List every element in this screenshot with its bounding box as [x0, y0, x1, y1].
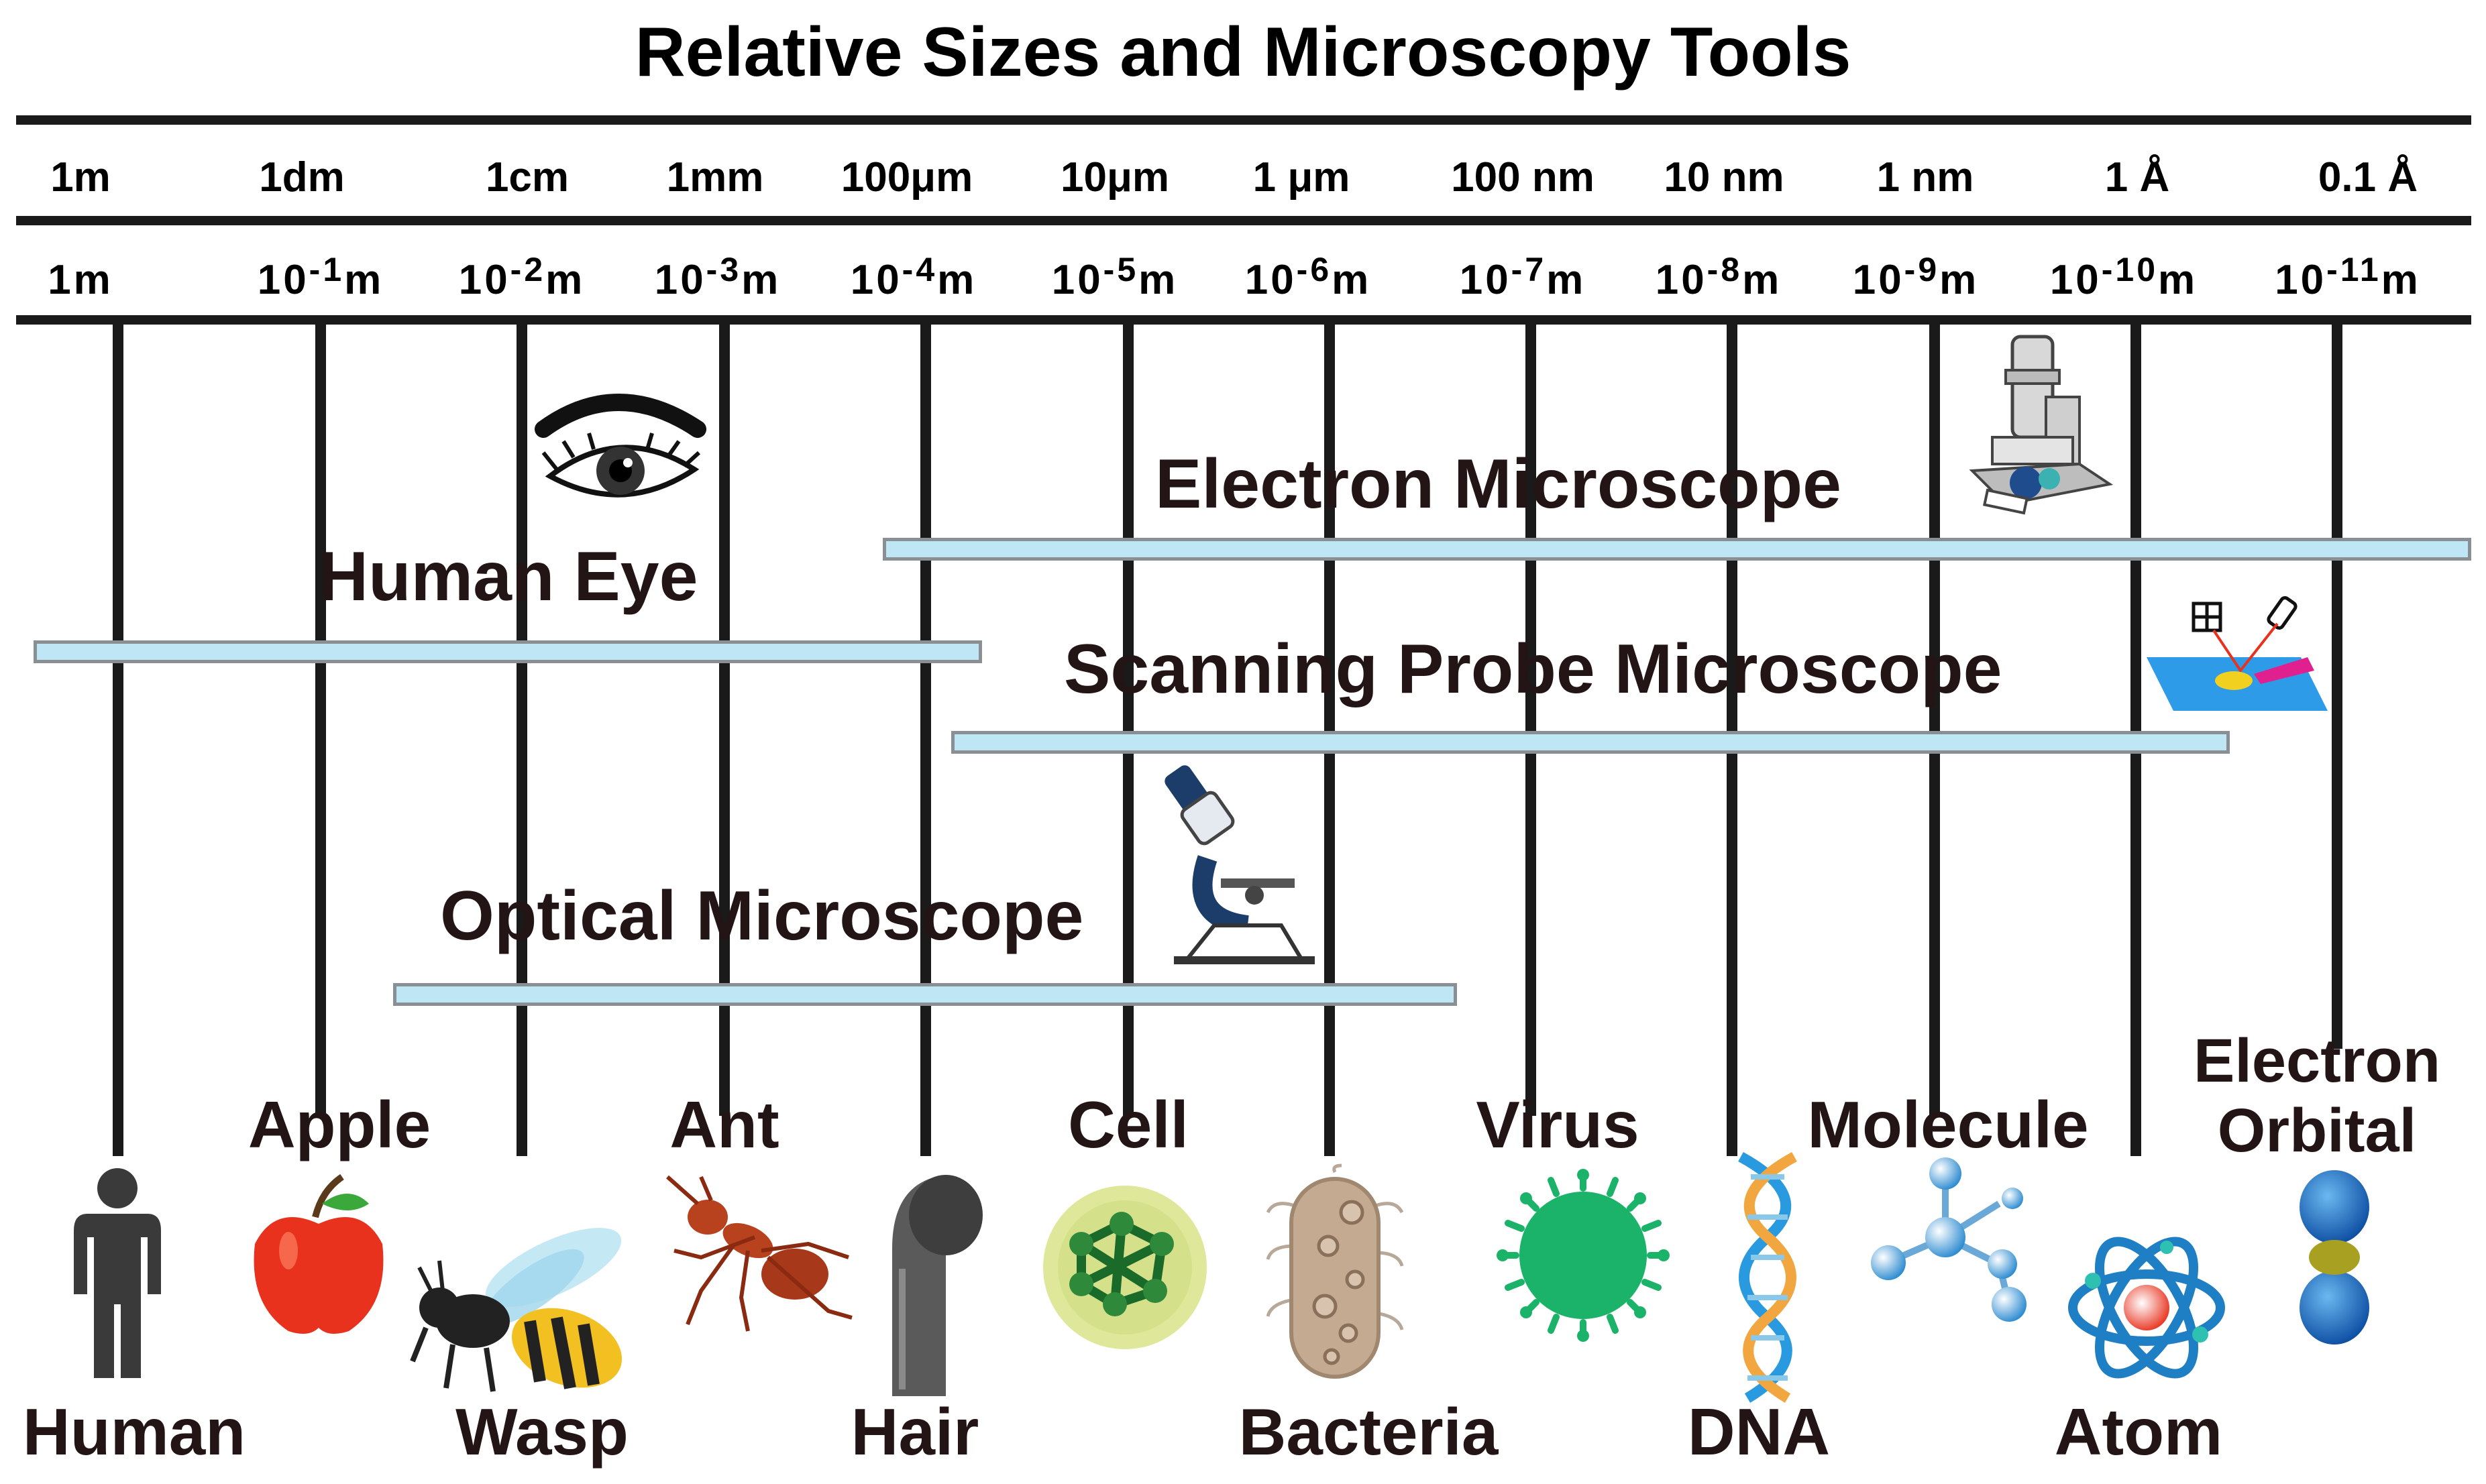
human-eye-range: [34, 640, 982, 663]
ant-icon: [666, 1175, 853, 1332]
scale-line-1m: [113, 325, 123, 1156]
scale-line-10um: [1123, 325, 1134, 1116]
electron-microscope-range: [883, 538, 2471, 561]
electron-microscope-label: Electron Microscope: [1155, 445, 1841, 523]
electron-orbital-label: Electron Orbital: [2194, 1026, 2440, 1165]
molecule-label: Molecule: [1807, 1088, 2089, 1161]
top-rule: [16, 115, 2471, 125]
wasp-icon: [410, 1228, 623, 1392]
hair-label: Hair: [851, 1395, 979, 1469]
bottom-rule: [16, 315, 2471, 325]
virus-icon: [1497, 1169, 1670, 1342]
scale-line-1mm: [719, 325, 730, 1116]
dna-label: DNA: [1687, 1395, 1831, 1469]
scale-line-0-1-angstrom: [2332, 325, 2342, 1049]
power-label-10: 10-10m: [2049, 251, 2198, 303]
power-label-8: 10-8m: [1655, 251, 1782, 303]
electron-orbital-label-line2: Orbital: [2217, 1096, 2417, 1165]
scale-line-1dm: [315, 325, 326, 1116]
middle-rule: [16, 216, 2471, 225]
power-label-4: 10-4m: [850, 251, 977, 303]
unit-label-1dm: 1dm: [259, 154, 345, 201]
scanning-probe-microscope-icon: [2147, 595, 2328, 711]
atom-label: Atom: [2054, 1395, 2223, 1469]
unit-label-1um: 1 μm: [1252, 154, 1350, 201]
optical-microscope-range: [393, 983, 1457, 1006]
human-icon: [74, 1168, 161, 1378]
power-label-3: 10-3m: [654, 251, 781, 303]
virus-label: Virus: [1476, 1088, 1639, 1161]
scanning-probe-microscope-range: [951, 731, 2230, 754]
power-label-7: 10-7m: [1459, 251, 1586, 303]
scale-line-1cm: [517, 325, 527, 1156]
power-label-9: 10-9m: [1852, 251, 1980, 303]
scanning-probe-microscope-label: Scanning Probe Microscope: [1064, 630, 2002, 708]
power-label-11: 10-11m: [2275, 251, 2421, 303]
optical-microscope-label: Optical Microscope: [440, 877, 1084, 955]
cell-label: Cell: [1068, 1088, 1189, 1161]
power-label-5: 10-5m: [1051, 251, 1179, 303]
wasp-label: Wasp: [455, 1395, 629, 1469]
power-label-6: 10-6m: [1244, 251, 1372, 303]
electron-orbital-icon: [2300, 1170, 2369, 1345]
electron-orbital-label-line1: Electron: [2193, 1027, 2441, 1095]
apple-icon: [254, 1174, 384, 1334]
optical-microscope-icon: [1165, 765, 1315, 964]
unit-label-10nm: 10 nm: [1664, 154, 1784, 201]
power-label-0: 1m: [48, 257, 113, 303]
apple-label: Apple: [248, 1088, 431, 1161]
molecule-icon: [1871, 1157, 2026, 1322]
dna-icon: [1738, 1151, 1797, 1403]
unit-label-1cm: 1cm: [485, 154, 570, 201]
bacteria-label: Bacteria: [1238, 1395, 1499, 1469]
unit-label-1m: 1m: [50, 154, 111, 201]
scale-line-100um: [920, 325, 931, 1156]
atom-icon: [2068, 1237, 2225, 1379]
unit-label-100um: 100μm: [841, 154, 973, 201]
ant-label: Ant: [669, 1088, 779, 1161]
unit-label-10um: 10μm: [1060, 154, 1170, 201]
electron-microscope-icon: [1969, 335, 2114, 515]
hair-icon: [892, 1175, 983, 1396]
power-label-1: 10-1m: [257, 251, 384, 303]
eye-icon: [535, 394, 706, 498]
unit-label-1-angstrom: 1 Å: [2104, 154, 2170, 201]
power-label-2: 10-2m: [458, 251, 586, 303]
scale-line-1nm: [1929, 325, 1940, 1116]
unit-label-1mm: 1mm: [666, 154, 764, 201]
human-label: Human: [22, 1395, 246, 1469]
unit-label-1nm: 1 nm: [1876, 154, 1974, 201]
bacteria-icon: [1266, 1163, 1404, 1379]
cell-icon: [1043, 1186, 1207, 1349]
unit-label-100nm: 100 nm: [1451, 154, 1595, 201]
human-eye-label: Human Eye: [318, 538, 698, 616]
diagram-title: Relative Sizes and Microscopy Tools: [635, 13, 1851, 91]
scale-line-100nm: [1525, 325, 1536, 1116]
unit-label-0-1-angstrom: 0.1 Å: [2318, 154, 2418, 201]
